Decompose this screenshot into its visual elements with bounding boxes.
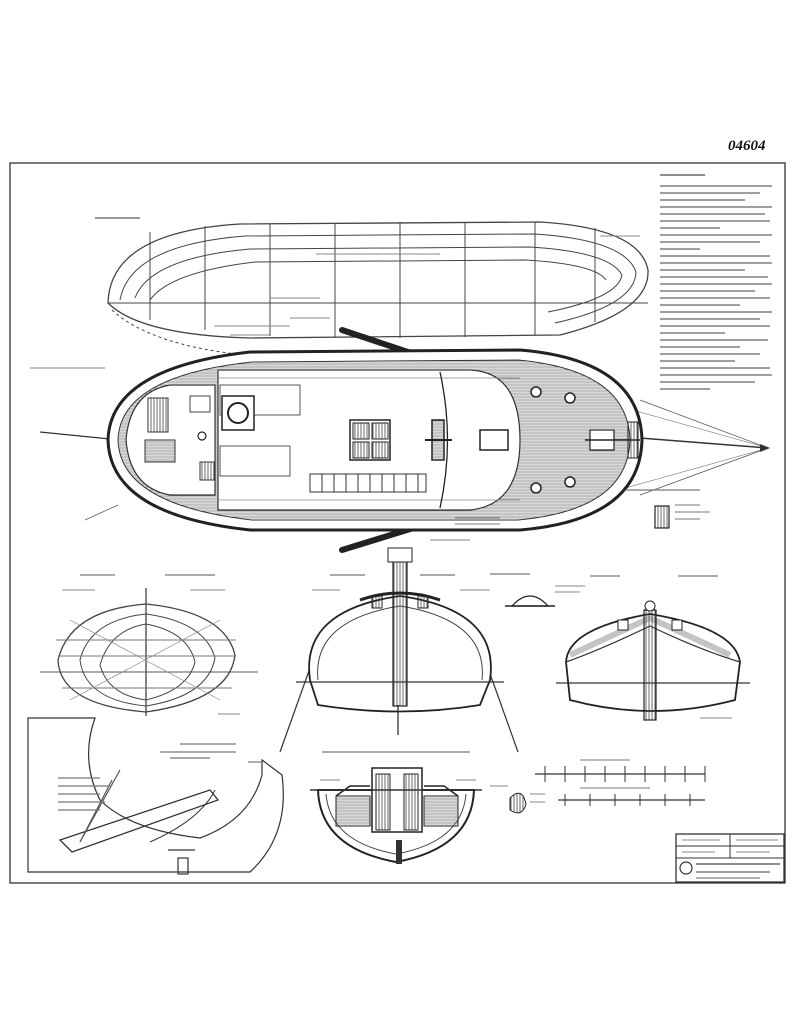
deck-plan [30, 327, 770, 553]
bow-view [556, 575, 750, 721]
notes-block [660, 174, 772, 390]
scale-bar [535, 759, 706, 806]
deck-section-detail [490, 573, 585, 607]
title-block [675, 833, 785, 883]
knee-detail [27, 717, 284, 875]
sheet-border [9, 162, 786, 884]
lines-plan-top-view [95, 217, 649, 356]
midship-section [310, 751, 508, 864]
cleat-detail [509, 792, 545, 814]
body-plan [40, 574, 258, 716]
stern-view [279, 547, 519, 753]
sheet-number: 04604 [728, 138, 766, 154]
